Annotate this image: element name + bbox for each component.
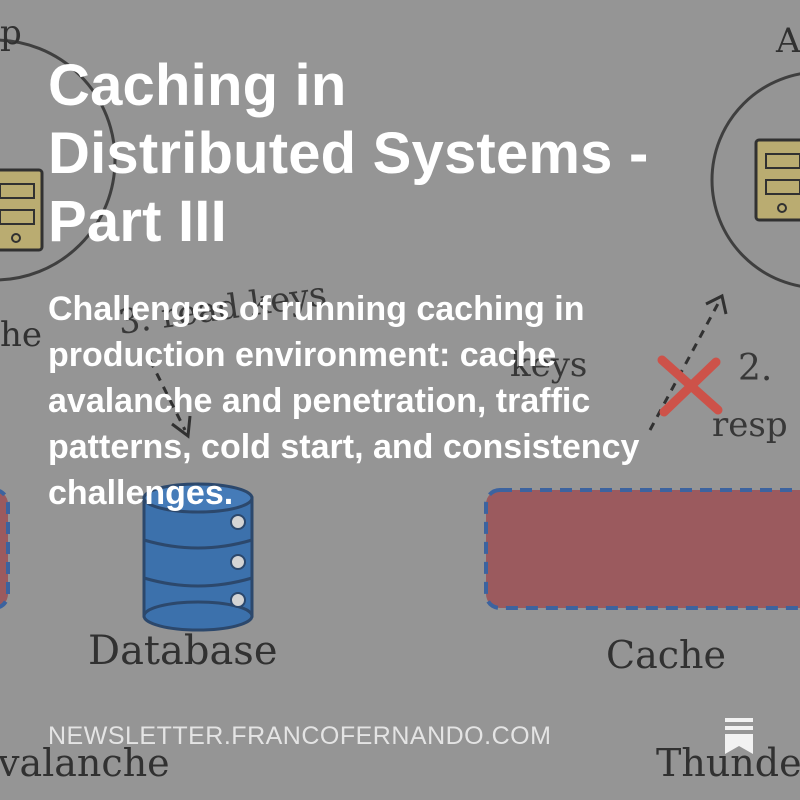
page-subtitle: Challenges of running caching in product… xyxy=(48,290,640,512)
arrow-up-right xyxy=(648,299,722,431)
left-partial-label-top: p xyxy=(0,13,22,53)
arrow-down-left-head xyxy=(171,415,192,439)
left-service-circle xyxy=(0,38,117,282)
site-link[interactable]: NEWSLETTER.FRANCOFERNANDO.COM xyxy=(48,722,552,750)
database-label: Database xyxy=(88,628,278,674)
left-server-icon xyxy=(0,168,44,252)
read-keys-right-label: keys xyxy=(510,345,587,385)
right-service-circle xyxy=(710,72,800,288)
page-title: Caching in Distributed Systems - Part II… xyxy=(48,53,649,254)
left-cache-box-partial xyxy=(0,489,10,609)
cache-label: Cache xyxy=(606,633,726,677)
avalanche-label: valanche xyxy=(0,741,170,785)
response-step-label: 2. xyxy=(738,348,772,389)
response-label: resp xyxy=(712,405,788,445)
bookmark-icon[interactable] xyxy=(724,718,754,754)
failed-request-x-icon xyxy=(657,355,723,417)
arrow-up-right-head xyxy=(705,293,728,315)
database-cylinder-icon xyxy=(142,482,254,632)
arrow-down-left xyxy=(148,359,187,431)
cache-box xyxy=(484,488,800,610)
left-partial-label-mid: he xyxy=(0,315,42,355)
right-server-icon xyxy=(754,138,800,222)
right-partial-label-top: A xyxy=(775,21,800,61)
